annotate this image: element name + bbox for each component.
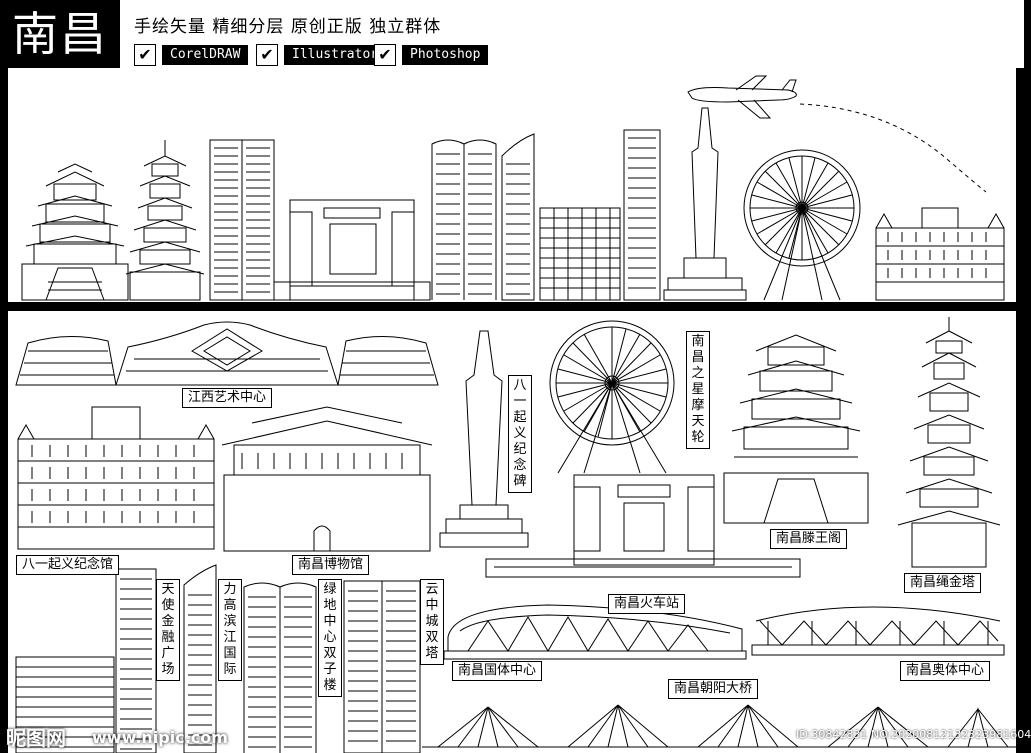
badge-label: Photoshop [402,45,489,65]
badge-label: Illustrator [284,45,387,65]
label-jiangxi-art-center: 江西艺术中心 [182,388,273,408]
jiangxi-art-center-illustration [15,321,439,386]
label-guoti-stadium: 南昌国体中心 [452,661,543,681]
yunzhong-tower-illustration [623,129,661,301]
badge-coreldraw: ✔ CorelDRAW [134,44,249,66]
label-shengjin-pagoda: 南昌绳金塔 [904,573,982,593]
watermark-id: ID:30842831 NO:20200812132323981604 [796,728,1031,741]
bayi-memorial-hall-illustration [875,207,1005,301]
ferris-wheel-illustration [549,320,675,474]
page-title: 南昌 [0,0,120,68]
aoti-stadium-illustration [751,606,1005,656]
shengjin-pagoda-illustration [897,317,1001,568]
railway-station-illustration [273,199,431,301]
label-aoti-stadium: 南昌奥体中心 [900,661,991,681]
badge-photoshop: ✔ Photoshop [374,44,489,66]
label-tianshi-tower: 天使金融广场 [156,579,180,681]
tengwang-pavilion-illustration [723,334,869,524]
tengwang-pavilion-illustration [21,163,129,301]
bayi-monument-illustration [439,330,529,548]
label-chaoyang-bridge: 南昌朝阳大桥 [668,679,759,699]
watermark-url: www.nipic.com [92,728,228,747]
checkmark-icon: ✔ [134,44,156,66]
label-tengwang-pavilion: 南昌滕王阁 [770,529,848,549]
checkmark-icon: ✔ [374,44,396,66]
ligao-tower-illustration [183,564,217,753]
label-ligao-tower: 力高滨江国际 [218,579,242,681]
railway-station-illustration [485,474,801,578]
ferris-wheel-illustration [743,149,861,301]
office-block-illustration [539,207,621,301]
bayi-memorial-hall-illustration [17,406,215,550]
label-yunzhong-towers: 云中城双塔 [420,579,444,665]
greenland-twin-towers-illustration [243,582,317,753]
airplane-icon [687,75,797,119]
tagline: 手绘矢量 精细分层 原创正版 独立群体 [134,17,442,37]
label-nanchang-museum: 南昌博物馆 [292,555,370,575]
flight-path [799,103,987,193]
chaoyang-bridge-illustration [422,704,1016,748]
badge-label: CorelDRAW [162,45,249,65]
label-ferris-wheel: 南昌之星摩天轮 [686,331,710,449]
bayi-monument-illustration [663,107,747,301]
nanchang-museum-illustration [221,406,433,552]
skyline-panel [8,68,1016,302]
tianshi-tower-illustration [209,139,275,301]
landmarks-panel: 江西艺术中心 八一起义纪念馆 南昌博物馆 八一起义纪念碑 南昌之星摩天轮 南昌滕… [8,311,1016,753]
label-greenland-towers: 绿地中心双子楼 [318,579,342,697]
label-bayi-memorial-hall: 八一起义纪念馆 [16,555,120,575]
greenland-twin-towers-illustration [431,139,497,300]
watermark-logo: 昵图网 [6,726,66,750]
badge-illustrator: ✔ Illustrator [256,44,387,66]
guoti-stadium-illustration [443,604,747,660]
label-railway-station: 南昌火车站 [608,594,686,614]
checkmark-icon: ✔ [256,44,278,66]
shengjin-pagoda-illustration [125,140,205,301]
yunzhong-twin-towers-illustration [343,580,421,753]
ligao-tower-illustration [501,133,535,301]
label-bayi-monument: 八一起义纪念碑 [508,375,532,493]
